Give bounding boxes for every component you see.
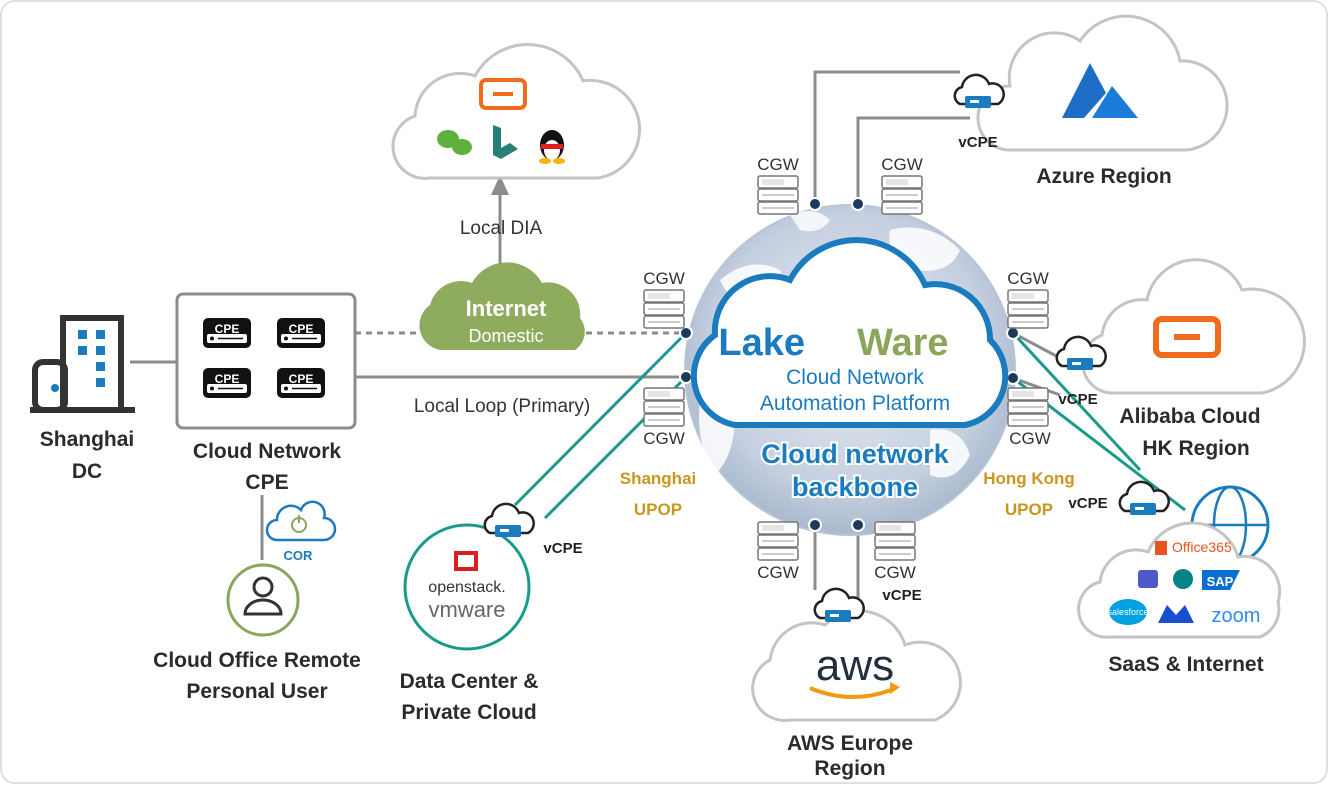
- openstack-label: openstack.: [428, 579, 505, 596]
- alibaba-label-2: HK Region: [1142, 437, 1249, 460]
- svg-text:CGW: CGW: [757, 563, 799, 582]
- brand-ware: Ware: [857, 322, 949, 364]
- saas-cloud: [1077, 485, 1282, 639]
- datacenter-label-2: Private Cloud: [401, 701, 536, 724]
- teams-icon: [1138, 570, 1158, 588]
- svg-text:CGW: CGW: [1007, 269, 1049, 288]
- azure-label: Azure Region: [1036, 165, 1171, 188]
- saas-label: SaaS & Internet: [1108, 653, 1263, 676]
- upop-shanghai-2: UPOP: [634, 500, 682, 519]
- svg-text:CGW: CGW: [643, 269, 685, 288]
- shanghai-dc-label-1: Shanghai: [40, 428, 135, 451]
- sharepoint-icon: [1173, 569, 1193, 589]
- brand-lake: Lake: [718, 322, 805, 364]
- azure-icon: [1062, 63, 1106, 118]
- local-dia-label: Local DIA: [460, 218, 543, 239]
- sap-label: SAP: [1207, 574, 1234, 589]
- internet-cloud: [419, 262, 585, 350]
- salesforce-label: salesforce: [1107, 607, 1148, 617]
- aws-label-2: Region: [814, 757, 885, 780]
- cpe-label-1: CPE: [215, 322, 240, 336]
- alibaba-cloud: [1081, 258, 1306, 395]
- aws-logo-text: aws: [816, 641, 894, 690]
- vcpe-azure-label: vCPE: [958, 134, 997, 151]
- monday-icon: [1158, 605, 1194, 623]
- backbone-label-2: backbone: [792, 472, 918, 502]
- salesforce-icon: [1109, 599, 1147, 625]
- zoom-label: zoom: [1212, 605, 1261, 627]
- remote-user-label-2: Personal User: [186, 680, 327, 703]
- cpe-label-2: CPE: [289, 322, 314, 336]
- alibaba-label-1: Alibaba Cloud: [1119, 405, 1260, 428]
- platform-subtitle-1: Cloud Network: [786, 366, 924, 389]
- upop-hongkong-1: Hong Kong: [983, 469, 1075, 488]
- aws-label-1: AWS Europe: [787, 732, 913, 755]
- sap-icon: [1202, 570, 1240, 590]
- teal-links: [513, 331, 1186, 520]
- svg-text:CGW: CGW: [874, 563, 916, 582]
- cor-label: COR: [284, 548, 314, 563]
- shanghai-dc-label-2: DC: [72, 460, 102, 483]
- cgw-right-upper: CGW: [1007, 269, 1049, 329]
- cgw-left-upper: CGW: [643, 269, 685, 329]
- cgw-top-left: CGW: [757, 155, 799, 215]
- cgw-top-right: CGW: [881, 155, 923, 215]
- vcpe-aws-label: vCPE: [882, 587, 921, 604]
- globe-dots: [679, 197, 1020, 532]
- vcpe-saas-label: vCPE: [1068, 495, 1107, 512]
- dia-arrow-icon: [491, 175, 509, 195]
- vcpe-datacenter-label: vCPE: [543, 540, 582, 557]
- connection-lines: [130, 70, 1061, 600]
- cpe-label-3: CPE: [215, 372, 240, 386]
- datacenter-circle: [403, 523, 531, 651]
- vcpe-alibaba-label: vCPE: [1058, 391, 1097, 408]
- cpe-box-label-1: Cloud Network: [193, 440, 341, 463]
- platform-subtitle-2: Automation Platform: [760, 392, 950, 415]
- cpe-box: [175, 292, 357, 430]
- cgw-right-lower: CGW: [1007, 387, 1051, 448]
- openstack-icon: [454, 551, 478, 571]
- remote-user-label-1: Cloud Office Remote: [153, 649, 361, 672]
- building-icon: [30, 315, 135, 413]
- internet-title: Internet: [466, 296, 547, 321]
- internet-apps-cloud: [391, 43, 642, 180]
- cgw-left-lower: CGW: [643, 387, 685, 448]
- local-loop-label: Local Loop (Primary): [414, 396, 590, 417]
- office365-label: Office365: [1172, 539, 1232, 555]
- backbone-label-1: Cloud network: [761, 439, 949, 469]
- cgw-bottom-right: CGW: [874, 521, 916, 582]
- bing-icon: [493, 125, 518, 159]
- lakeware-cloud: [690, 237, 1009, 428]
- cgw-bottom-left: CGW: [757, 521, 799, 582]
- vmware-label: vmware: [428, 597, 505, 622]
- cpe-box-label-2: CPE: [245, 471, 288, 494]
- alibaba-small-icon: [479, 78, 527, 110]
- cor-cloud-icon: [265, 500, 337, 542]
- cpe-label-4: CPE: [289, 372, 314, 386]
- alibaba-icon: [1153, 316, 1221, 358]
- svg-text:CGW: CGW: [881, 155, 923, 174]
- office365-icon: [1155, 541, 1167, 555]
- svg-text:CGW: CGW: [1009, 429, 1051, 448]
- svg-text:CGW: CGW: [643, 429, 685, 448]
- internet-subtitle: Domestic: [468, 326, 543, 346]
- datacenter-label-1: Data Center &: [400, 670, 539, 693]
- upop-hongkong-2: UPOP: [1005, 500, 1053, 519]
- user-icon: [226, 563, 300, 637]
- svg-text:CGW: CGW: [757, 155, 799, 174]
- upop-shanghai-1: Shanghai: [620, 469, 697, 488]
- aws-smile-icon: [809, 686, 897, 699]
